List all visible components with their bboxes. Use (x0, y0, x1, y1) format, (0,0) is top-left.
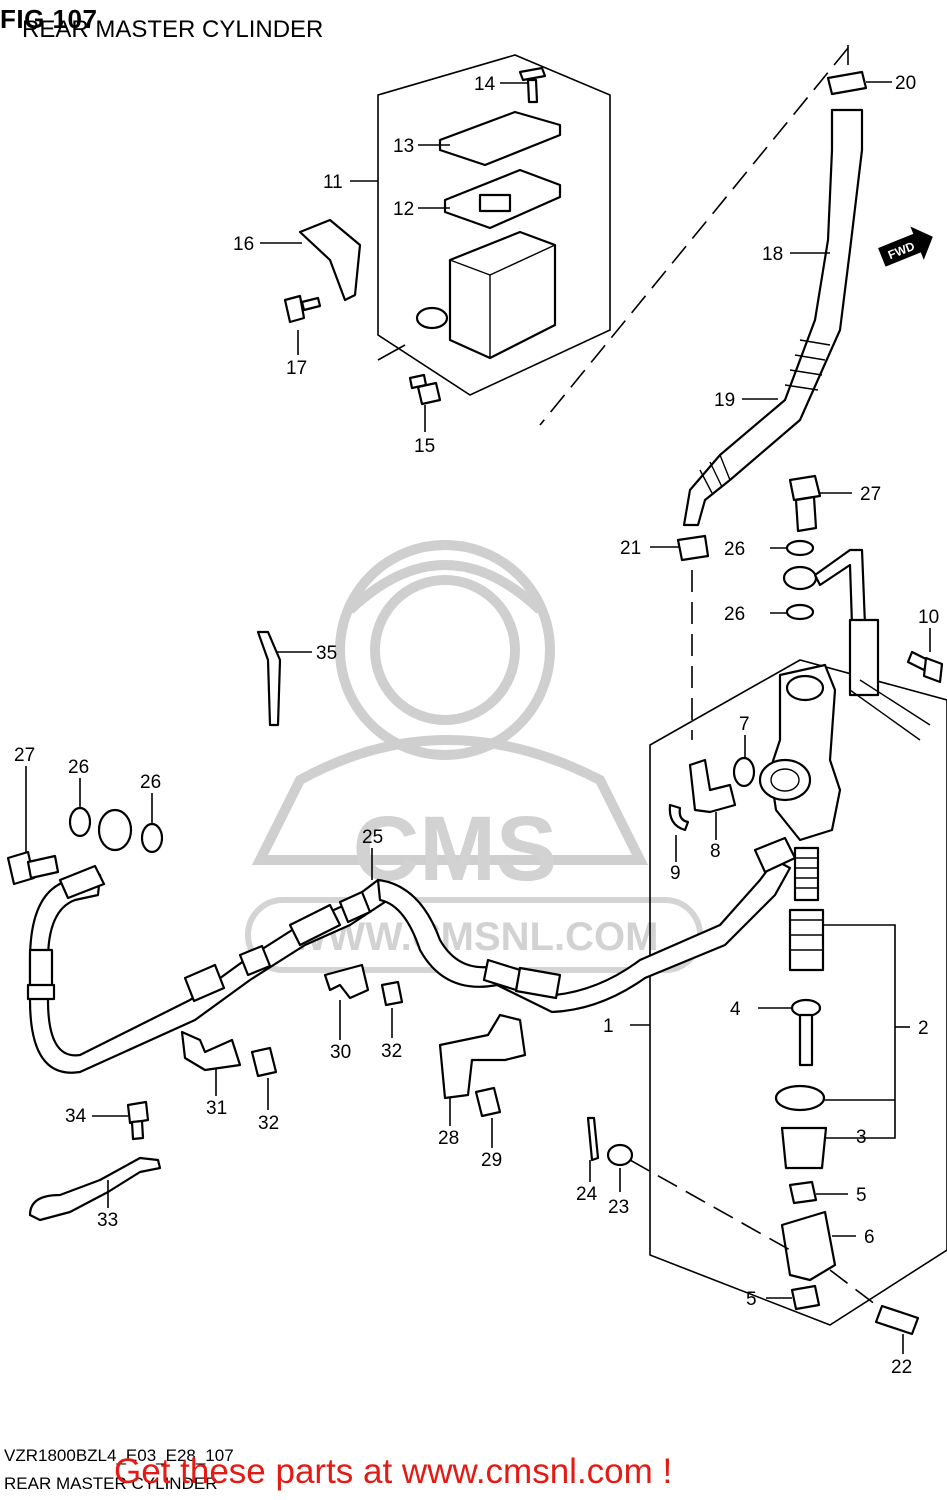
callout-31: 31 (206, 1098, 227, 1119)
callout-32-upper: 32 (381, 1041, 402, 1062)
cylinder-leaders (589, 492, 931, 1354)
figure-title: REAR MASTER CYLINDER (22, 16, 324, 43)
callout-20: 20 (895, 73, 916, 94)
hose-leaders (650, 81, 892, 548)
callout-labels: 14 20 13 11 12 16 18 17 19 15 27 21 26 2… (14, 73, 939, 1378)
master-cylinder-group (586, 474, 947, 1336)
callout-28: 28 (438, 1128, 459, 1149)
callout-19: 19 (714, 390, 735, 411)
callout-30: 30 (330, 1042, 351, 1063)
watermark-logo: CMS WWW.CMSNL.COM (245, 540, 703, 973)
callout-26-left: 26 (68, 757, 89, 778)
callout-29: 29 (481, 1150, 502, 1171)
callout-16: 16 (233, 234, 254, 255)
callout-24: 24 (576, 1184, 598, 1205)
callout-35: 35 (316, 643, 337, 664)
forward-arrow-icon: FWD (878, 226, 933, 267)
promo-link[interactable]: Get these parts at www.cmsnl.com ! (114, 1452, 673, 1491)
reservoir-leaders (260, 82, 528, 432)
callout-26-right: 26 (140, 772, 161, 793)
callout-26-mid: 26 (724, 604, 745, 625)
callout-11: 11 (323, 172, 343, 193)
callout-17: 17 (286, 358, 307, 379)
callout-5-lower: 5 (746, 1289, 757, 1310)
callout-9: 9 (670, 863, 681, 884)
brake-hose (6, 630, 797, 1074)
callout-6: 6 (864, 1227, 875, 1248)
callout-3: 3 (856, 1127, 867, 1148)
callout-27-top: 27 (860, 484, 881, 505)
callout-15: 15 (414, 436, 435, 457)
callout-13: 13 (393, 136, 414, 157)
reservoir-hose (539, 45, 868, 740)
callout-33: 33 (97, 1210, 118, 1231)
hose-area-leaders (25, 651, 373, 880)
callout-12: 12 (393, 199, 414, 220)
callout-26-upper: 26 (724, 539, 745, 560)
callout-27-left: 27 (14, 745, 35, 766)
callout-23: 23 (608, 1197, 629, 1218)
callout-34: 34 (65, 1106, 87, 1127)
callout-14: 14 (474, 74, 496, 95)
callout-25: 25 (362, 827, 383, 848)
callout-7: 7 (739, 714, 750, 735)
figure-number: FIG 107 (0, 4, 98, 34)
callout-1: 1 (603, 1016, 614, 1037)
callout-5-upper: 5 (856, 1185, 867, 1206)
callout-21: 21 (620, 538, 641, 559)
callout-8: 8 (710, 841, 721, 862)
diagram-code: VZR1800BZL4_E03_E28_107 (4, 1446, 234, 1465)
callout-22: 22 (891, 1357, 912, 1378)
callout-2: 2 (918, 1018, 929, 1039)
diagram-name: REAR MASTER CYLINDER (4, 1474, 218, 1493)
brackets (28, 963, 527, 1222)
callout-4: 4 (730, 999, 741, 1020)
bracket-leaders (92, 1000, 493, 1208)
callout-18: 18 (762, 244, 783, 265)
callout-32-lower: 32 (258, 1113, 279, 1134)
reservoir-group (283, 54, 611, 406)
callout-10: 10 (918, 607, 939, 628)
